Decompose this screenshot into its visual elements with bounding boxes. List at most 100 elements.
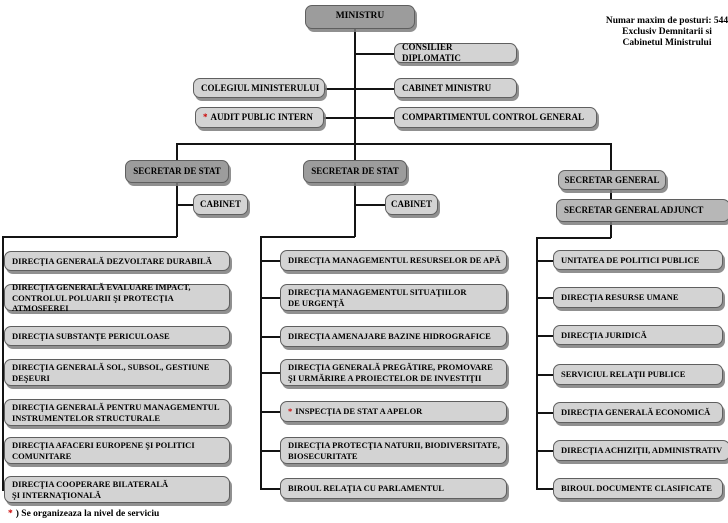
node-label: CABINET MINISTRU xyxy=(402,82,492,93)
node-label: DIRECŢIA RESURSE UMANE xyxy=(561,292,679,303)
org-node: DIRECŢIA JURIDICĂ xyxy=(553,325,723,345)
connector-line xyxy=(176,183,178,237)
connector-line xyxy=(536,412,554,414)
node-label: DIRECŢIA GENERALĂ EVALUARE IMPACT, CONTR… xyxy=(12,282,191,313)
node-label: DIRECŢIA SUBSTANŢE PERICULOASE xyxy=(12,330,170,341)
node-label: DIRECŢIA GENERALĂ DEZVOLTARE DURABILĂ xyxy=(12,255,212,266)
connector-line xyxy=(176,204,194,206)
org-node: DIRECŢIA AFACERI EUROPENE ŞI POLITICI CO… xyxy=(4,437,230,464)
connector-line xyxy=(260,411,281,413)
node-label: DIRECŢIA GENERALĂ PREGĂTIRE, PROMOVARE Ş… xyxy=(288,362,493,383)
org-node: BIROUL RELAŢIA CU PARLAMENTUL xyxy=(280,478,507,499)
connector-line xyxy=(176,143,611,145)
node-secretar-general-adjunct: SECRETAR GENERAL ADJUNCT xyxy=(556,199,728,222)
node-cabinet-ministru: CABINET MINISTRU xyxy=(394,78,517,98)
org-node: DIRECŢIA COOPERARE BILATERALĂ ŞI INTERNA… xyxy=(4,476,230,503)
node-label: UNITATEA DE POLITICI PUBLICE xyxy=(561,254,700,265)
org-node: SERVICIUL RELAŢII PUBLICE xyxy=(553,364,723,385)
connector-line xyxy=(536,488,554,490)
node-label: CABINET xyxy=(199,199,241,210)
node-secretar-general: SECRETAR GENERAL xyxy=(558,170,666,190)
node-label: DIRECŢIA MANAGEMENTUL SITUAŢIILOR DE URG… xyxy=(288,287,467,308)
node-label: SECRETAR GENERAL xyxy=(564,174,660,185)
connector-line xyxy=(536,237,611,239)
node-label: SECRETAR DE STAT xyxy=(133,166,221,177)
node-consilier-diplomatic: CONSILIER DIPLOMATIC xyxy=(394,42,517,63)
connector-line xyxy=(2,236,177,238)
node-secretar-de-stat-1: SECRETAR DE STAT xyxy=(125,160,229,183)
node-label: MINISTRU xyxy=(335,11,385,22)
org-node: UNITATEA DE POLITICI PUBLICE xyxy=(553,250,723,270)
connector-line xyxy=(536,374,554,376)
connector-line xyxy=(260,297,281,299)
org-node: DIRECŢIA MANAGEMENTUL SITUAŢIILOR DE URG… xyxy=(280,284,507,311)
org-node: DIRECŢIA SUBSTANŢE PERICULOASE xyxy=(4,326,230,346)
node-cabinet-2: CABINET xyxy=(385,194,438,215)
connector-line xyxy=(354,204,386,206)
connector-line xyxy=(324,117,396,119)
footnote-text: ) Se organizeaza la nivel de serviciu xyxy=(15,509,160,519)
connector-line xyxy=(354,183,356,237)
connector-line xyxy=(260,236,262,489)
node-label: DIRECŢIA GENERALĂ SOL, SUBSOL, GESTIUNE … xyxy=(12,362,210,383)
node-label: DIRECŢIA PROTECŢIA NATURII, BIODIVERSITA… xyxy=(288,440,500,461)
node-label: DIRECŢIA GENERALĂ ECONOMICĂ xyxy=(561,407,711,418)
node-label: SECRETAR GENERAL ADJUNCT xyxy=(564,205,704,216)
node-label: AUDIT PUBLIC INTERN xyxy=(210,112,313,123)
red-asterisk: * xyxy=(8,509,13,519)
connector-line xyxy=(536,335,554,337)
org-node: DIRECŢIA GENERALĂ EVALUARE IMPACT, CONTR… xyxy=(4,282,230,313)
org-node: DIRECŢIA GENERALĂ PENTRU MANAGEMENTUL IN… xyxy=(4,399,230,426)
node-label: DIRECŢIA AMENAJARE BAZINE HIDROGRAFICE xyxy=(288,331,491,342)
node-label: CONSILIER DIPLOMATIC xyxy=(402,42,461,63)
connector-line xyxy=(536,450,554,452)
node-label: COLEGIUL MINISTERULUI xyxy=(201,82,320,93)
org-node: DIRECŢIA ACHIZIŢII, ADMINISTRATIV xyxy=(553,440,728,461)
connector-line xyxy=(260,450,281,452)
connector-line xyxy=(536,297,554,299)
connector-line xyxy=(2,236,4,489)
node-label: CABINET xyxy=(390,199,432,210)
node-label: SERVICIUL RELAŢII PUBLICE xyxy=(561,369,686,380)
connector-line xyxy=(260,336,281,338)
max-posts-annotation: Numar maxim de posturi: 544 Exclusiv Dem… xyxy=(605,16,728,48)
connector-line xyxy=(610,143,612,171)
connector-line xyxy=(325,88,396,90)
node-label: DIRECŢIA COOPERARE BILATERALĂ ŞI INTERNA… xyxy=(12,479,169,500)
org-node: DIRECŢIA GENERALĂ PREGĂTIRE, PROMOVARE Ş… xyxy=(280,359,507,386)
org-node: DIRECŢIA PROTECŢIA NATURII, BIODIVERSITA… xyxy=(280,437,507,464)
node-label: BIROUL DOCUMENTE CLASIFICATE xyxy=(561,483,712,494)
node-label: INSPECŢIA DE STAT A APELOR xyxy=(295,406,423,417)
connector-line xyxy=(536,237,538,488)
org-node: DIRECŢIA GENERALĂ DEZVOLTARE DURABILĂ xyxy=(4,251,230,271)
node-label: DIRECŢIA JURIDICĂ xyxy=(561,329,647,340)
connector-line xyxy=(260,372,281,374)
node-cabinet-1: CABINET xyxy=(193,194,248,215)
connector-line xyxy=(354,29,356,160)
connector-line xyxy=(610,222,612,238)
node-audit-public-intern: *AUDIT PUBLIC INTERN xyxy=(195,107,324,128)
org-node: DIRECŢIA GENERALĂ SOL, SUBSOL, GESTIUNE … xyxy=(4,359,230,386)
node-label: SECRETAR DE STAT xyxy=(311,166,399,177)
node-label: DIRECŢIA ACHIZIŢII, ADMINISTRATIV xyxy=(561,445,723,456)
connector-line xyxy=(610,190,612,200)
red-asterisk: * xyxy=(203,112,208,123)
footnote: *) Se organizeaza la nivel de serviciu xyxy=(8,509,159,519)
org-node: DIRECŢIA GENERALĂ ECONOMICĂ xyxy=(553,402,723,423)
org-node: DIRECŢIA RESURSE UMANE xyxy=(553,287,723,308)
red-asterisk: * xyxy=(288,406,293,417)
connector-line xyxy=(536,260,554,262)
node-label: COMPARTIMENTUL CONTROL GENERAL xyxy=(402,112,585,123)
node-compartimentul-control-general: COMPARTIMENTUL CONTROL GENERAL xyxy=(394,107,597,128)
connector-line xyxy=(354,53,396,55)
node-secretar-de-stat-2: SECRETAR DE STAT xyxy=(303,160,407,183)
node-colegiul-ministerului: COLEGIUL MINISTERULUI xyxy=(193,78,325,98)
node-label: DIRECŢIA AFACERI EUROPENE ŞI POLITICI CO… xyxy=(12,440,195,461)
org-node: DIRECŢIA AMENAJARE BAZINE HIDROGRAFICE xyxy=(280,326,507,347)
connector-line xyxy=(260,236,355,238)
node-label: BIROUL RELAŢIA CU PARLAMENTUL xyxy=(288,483,444,494)
org-node: DIRECŢIA MANAGEMENTUL RESURSELOR DE APĂ xyxy=(280,250,507,271)
org-node: BIROUL DOCUMENTE CLASIFICATE xyxy=(553,478,723,499)
node-ministru: MINISTRU xyxy=(305,5,415,29)
